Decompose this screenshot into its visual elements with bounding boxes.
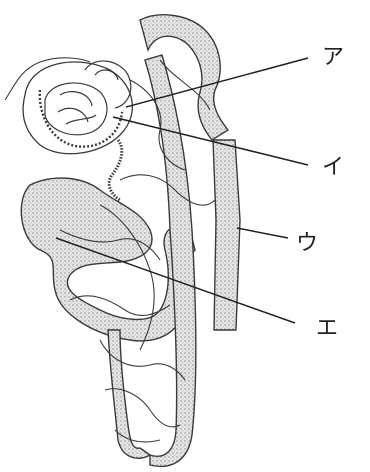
label-i: イ: [322, 155, 344, 180]
glomerulus: [45, 83, 107, 135]
afferent-loop: [85, 61, 131, 108]
label-e: エ: [316, 316, 338, 341]
label-u: ウ: [296, 231, 318, 256]
label-a: ア: [322, 45, 344, 70]
bowmans-capsule-wall: [40, 90, 122, 147]
leader-line-u: [237, 228, 288, 238]
connecting-tubule: [109, 140, 122, 200]
